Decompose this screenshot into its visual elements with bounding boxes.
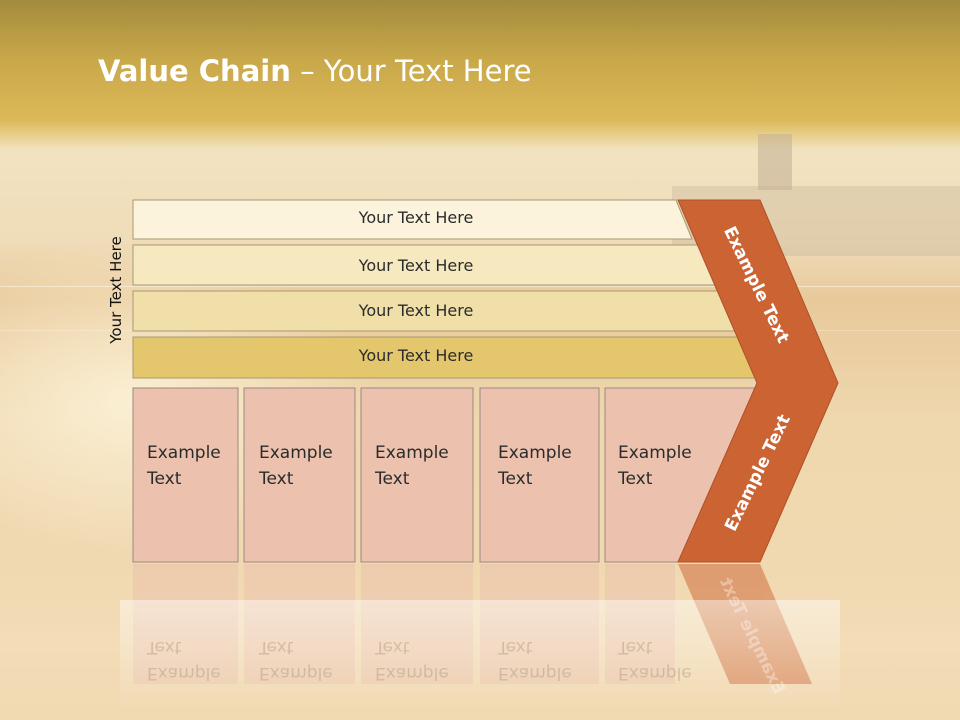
title-bold: Value Chain <box>98 54 291 88</box>
reflection-fade <box>120 600 840 710</box>
activity-box-3[interactable] <box>360 387 474 563</box>
reflection-line2: Text <box>259 637 294 657</box>
reflection-line1: Example <box>147 663 221 683</box>
box-reflection-label: Example Text <box>147 634 221 686</box>
box-label-line2: Text <box>259 469 294 489</box>
band-label-3: Your Text Here <box>358 301 474 320</box>
box-label-3: Example Text <box>375 440 449 492</box>
castle-silhouette <box>758 134 792 190</box>
reflection-line2: Text <box>375 637 410 657</box>
band-1[interactable] <box>132 199 693 240</box>
activity-box-4[interactable] <box>479 387 600 563</box>
reflection-line2: Text <box>618 637 653 657</box>
margin-chevron[interactable] <box>677 199 839 563</box>
reflection-line1: Example <box>498 663 572 683</box>
reflection-line2: Text <box>147 637 182 657</box>
box-reflection-label: Example Text <box>618 634 692 686</box>
box-reflection-label: Example Text <box>375 634 449 686</box>
box-label-line2: Text <box>618 469 653 489</box>
box-label-line1: Example <box>498 443 572 463</box>
box-label-1: Example Text <box>147 440 221 492</box>
band-label-2: Your Text Here <box>358 256 474 275</box>
band-label-1: Your Text Here <box>358 208 474 227</box>
slide-title: Value Chain – Your Text Here <box>98 54 532 88</box>
reflection-line1: Example <box>618 663 692 683</box>
box-reflection-label: Example Text <box>498 634 572 686</box>
band-label-4: Your Text Here <box>358 346 474 365</box>
reflection-line1: Example <box>259 663 333 683</box>
reflection-line2: Text <box>498 637 533 657</box>
box-label-line1: Example <box>259 443 333 463</box>
box-reflection-label: Example Text <box>259 634 333 686</box>
box-label-line1: Example <box>147 443 221 463</box>
reflection-line1: Example <box>375 663 449 683</box>
box-label-line2: Text <box>147 469 182 489</box>
box-label-2: Example Text <box>259 440 333 492</box>
box-label-5: Example Text <box>618 440 692 492</box>
title-rest: – Your Text Here <box>290 54 532 88</box>
box-label-line2: Text <box>498 469 533 489</box>
box-label-line1: Example <box>375 443 449 463</box>
activity-box-2[interactable] <box>243 387 356 563</box>
sea-line <box>0 286 960 287</box>
activity-box-1[interactable] <box>132 387 239 563</box>
box-label-4: Example Text <box>498 440 572 492</box>
box-label-line1: Example <box>618 443 692 463</box>
box-label-line2: Text <box>375 469 410 489</box>
